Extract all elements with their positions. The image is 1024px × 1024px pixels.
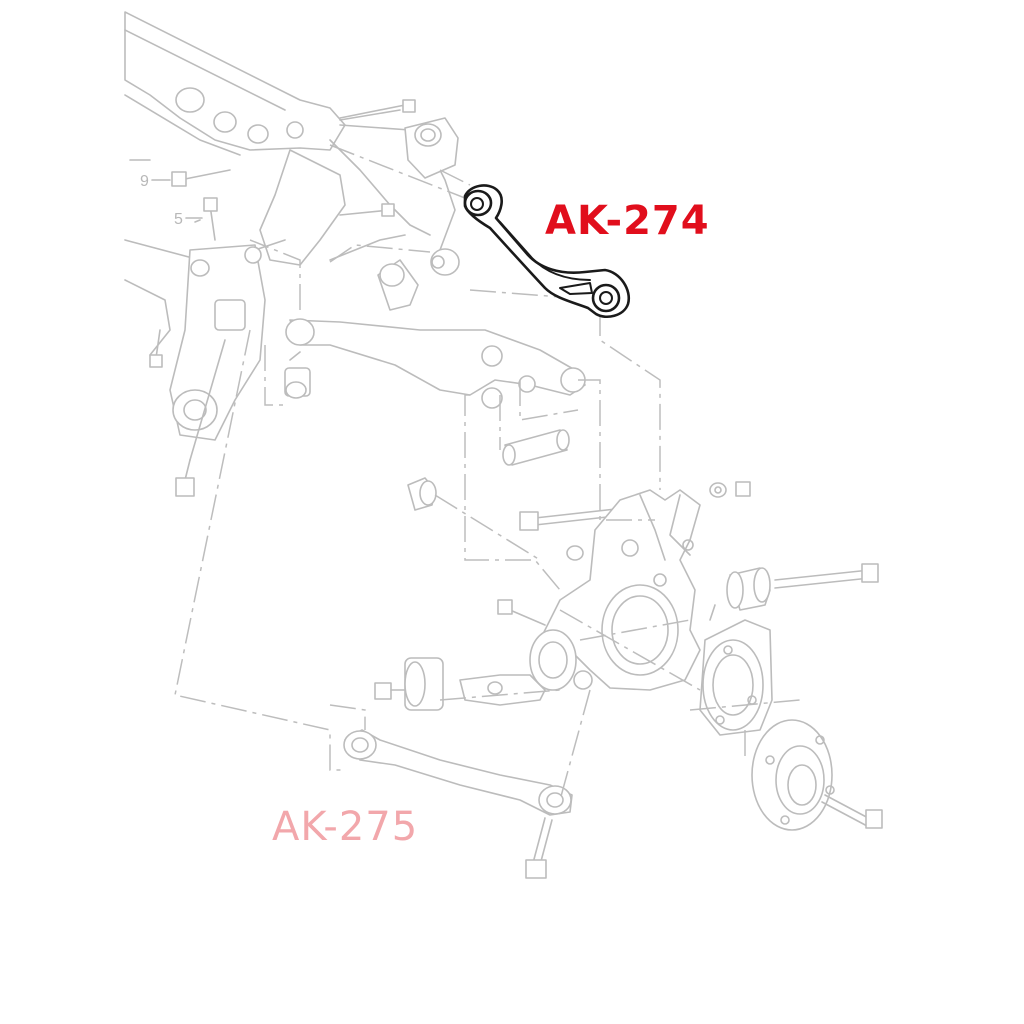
- knuckle-upper-bushing: [407, 477, 437, 511]
- lower-knuckle-bolt: [497, 599, 546, 626]
- subframe-mount-bushing: [404, 117, 459, 179]
- bushing-sleeve: [502, 429, 570, 466]
- ak-274-label: AK-274: [545, 198, 710, 244]
- hub-carrier: [459, 489, 701, 706]
- washer-and-nut: [709, 481, 751, 498]
- ak-275-label: AK-275: [272, 804, 418, 850]
- wheel-bearing: [699, 619, 773, 736]
- subframe-bolts: [129, 99, 416, 241]
- trailing-arm-mount: [149, 244, 266, 497]
- ak-274-upper-arm: [463, 184, 631, 318]
- ak-275-lower-link: [343, 729, 573, 879]
- wheel-hub: [751, 719, 883, 831]
- center-bushing: [329, 234, 460, 311]
- lower-control-arm: [284, 318, 586, 409]
- lower-bushing: [374, 657, 444, 711]
- callout-9: 9: [140, 173, 149, 190]
- assembly-guide-lines: [174, 144, 801, 801]
- side-bushing-assembly: [709, 563, 879, 621]
- callout-5: 5: [174, 211, 183, 228]
- knuckle-bolt: [519, 507, 626, 531]
- callout-numbers: 9 5: [140, 173, 203, 228]
